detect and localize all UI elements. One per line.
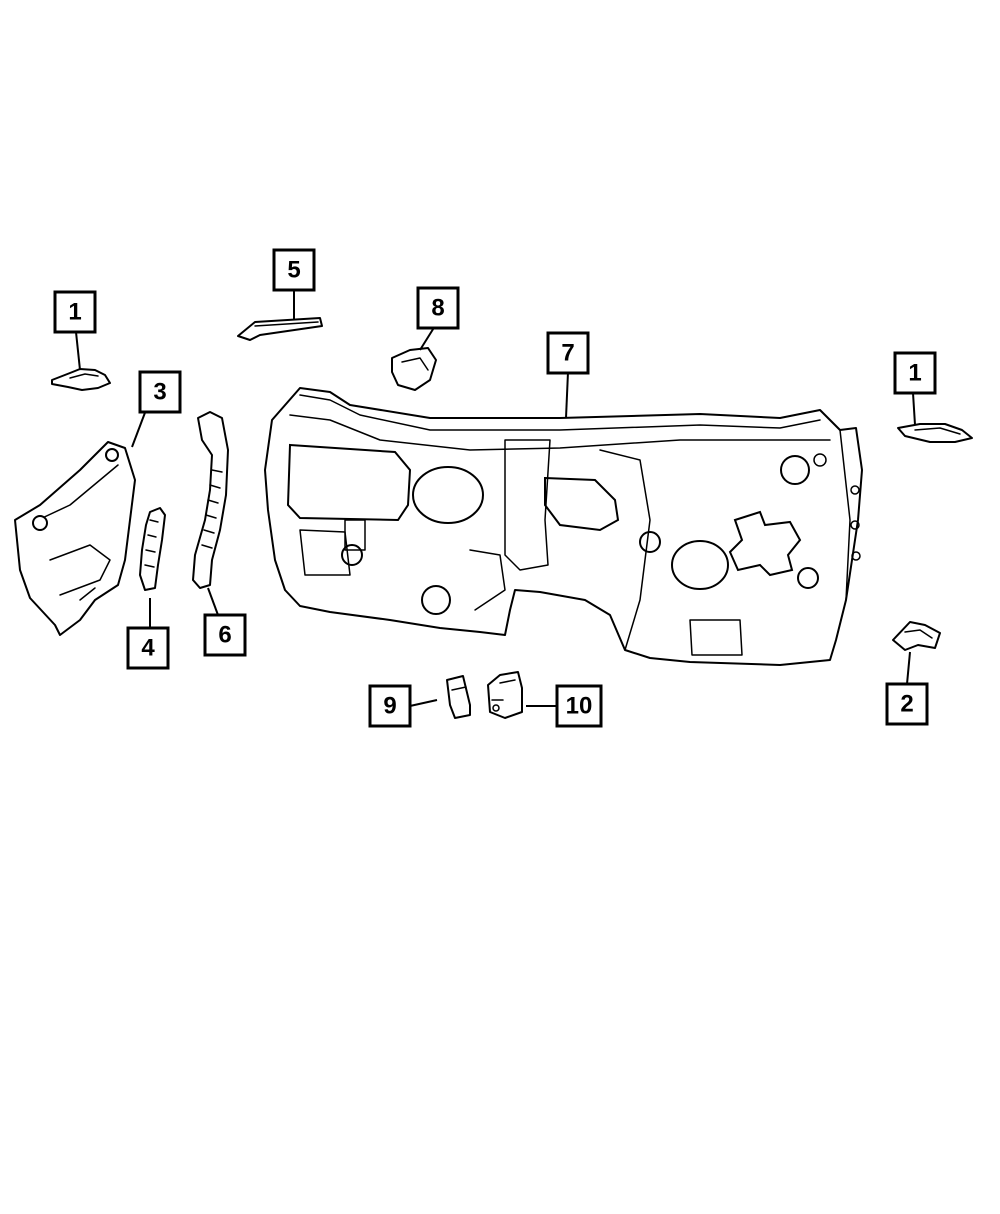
- callout-2-label: 2: [900, 691, 913, 718]
- callout-4-label: 4: [141, 635, 155, 662]
- callout-8-label: 8: [431, 295, 444, 322]
- part-10-pad: [487, 671, 523, 719]
- callout-7-label: 7: [561, 340, 574, 367]
- leader-3: [131, 409, 147, 448]
- leader-1-left: [75, 331, 81, 371]
- leader-7: [565, 371, 569, 419]
- callout-9-label: 9: [383, 693, 396, 720]
- callout-1-right-label: 1: [908, 360, 921, 387]
- leader-2: [906, 651, 911, 685]
- part-2-bracket: [892, 621, 941, 651]
- part-3-side-silencer: [14, 441, 136, 636]
- part-8-block: [391, 347, 437, 391]
- leader-1-right: [912, 392, 916, 426]
- callout-5: 5: [272, 248, 316, 292]
- part-1-left-clip: [51, 368, 111, 391]
- callout-4: 4: [126, 626, 170, 670]
- callout-3: 3: [138, 370, 182, 414]
- leader-6: [207, 587, 219, 616]
- callout-10: 10: [555, 684, 603, 728]
- callout-1-left: 1: [53, 290, 97, 334]
- callout-5-label: 5: [287, 257, 300, 284]
- part-9-pad: [446, 675, 471, 719]
- part-7-dash-silencer: [264, 387, 863, 666]
- part-4-strip: [139, 507, 166, 591]
- callout-1-right: 1: [893, 351, 937, 395]
- part-1-right-clip: [897, 423, 973, 443]
- callout-10-label: 10: [566, 693, 593, 720]
- callout-9: 9: [368, 684, 412, 728]
- leader-9: [409, 699, 438, 707]
- callout-3-label: 3: [153, 379, 166, 406]
- leader-8: [419, 325, 436, 351]
- callout-2: 2: [885, 682, 929, 726]
- callout-1-left-label: 1: [68, 299, 81, 326]
- part-5-trim: [237, 317, 323, 341]
- callout-7: 7: [546, 331, 590, 375]
- callout-8: 8: [416, 286, 460, 330]
- callout-6-label: 6: [218, 622, 231, 649]
- part-6-strip: [192, 411, 229, 589]
- callout-6: 6: [203, 613, 247, 657]
